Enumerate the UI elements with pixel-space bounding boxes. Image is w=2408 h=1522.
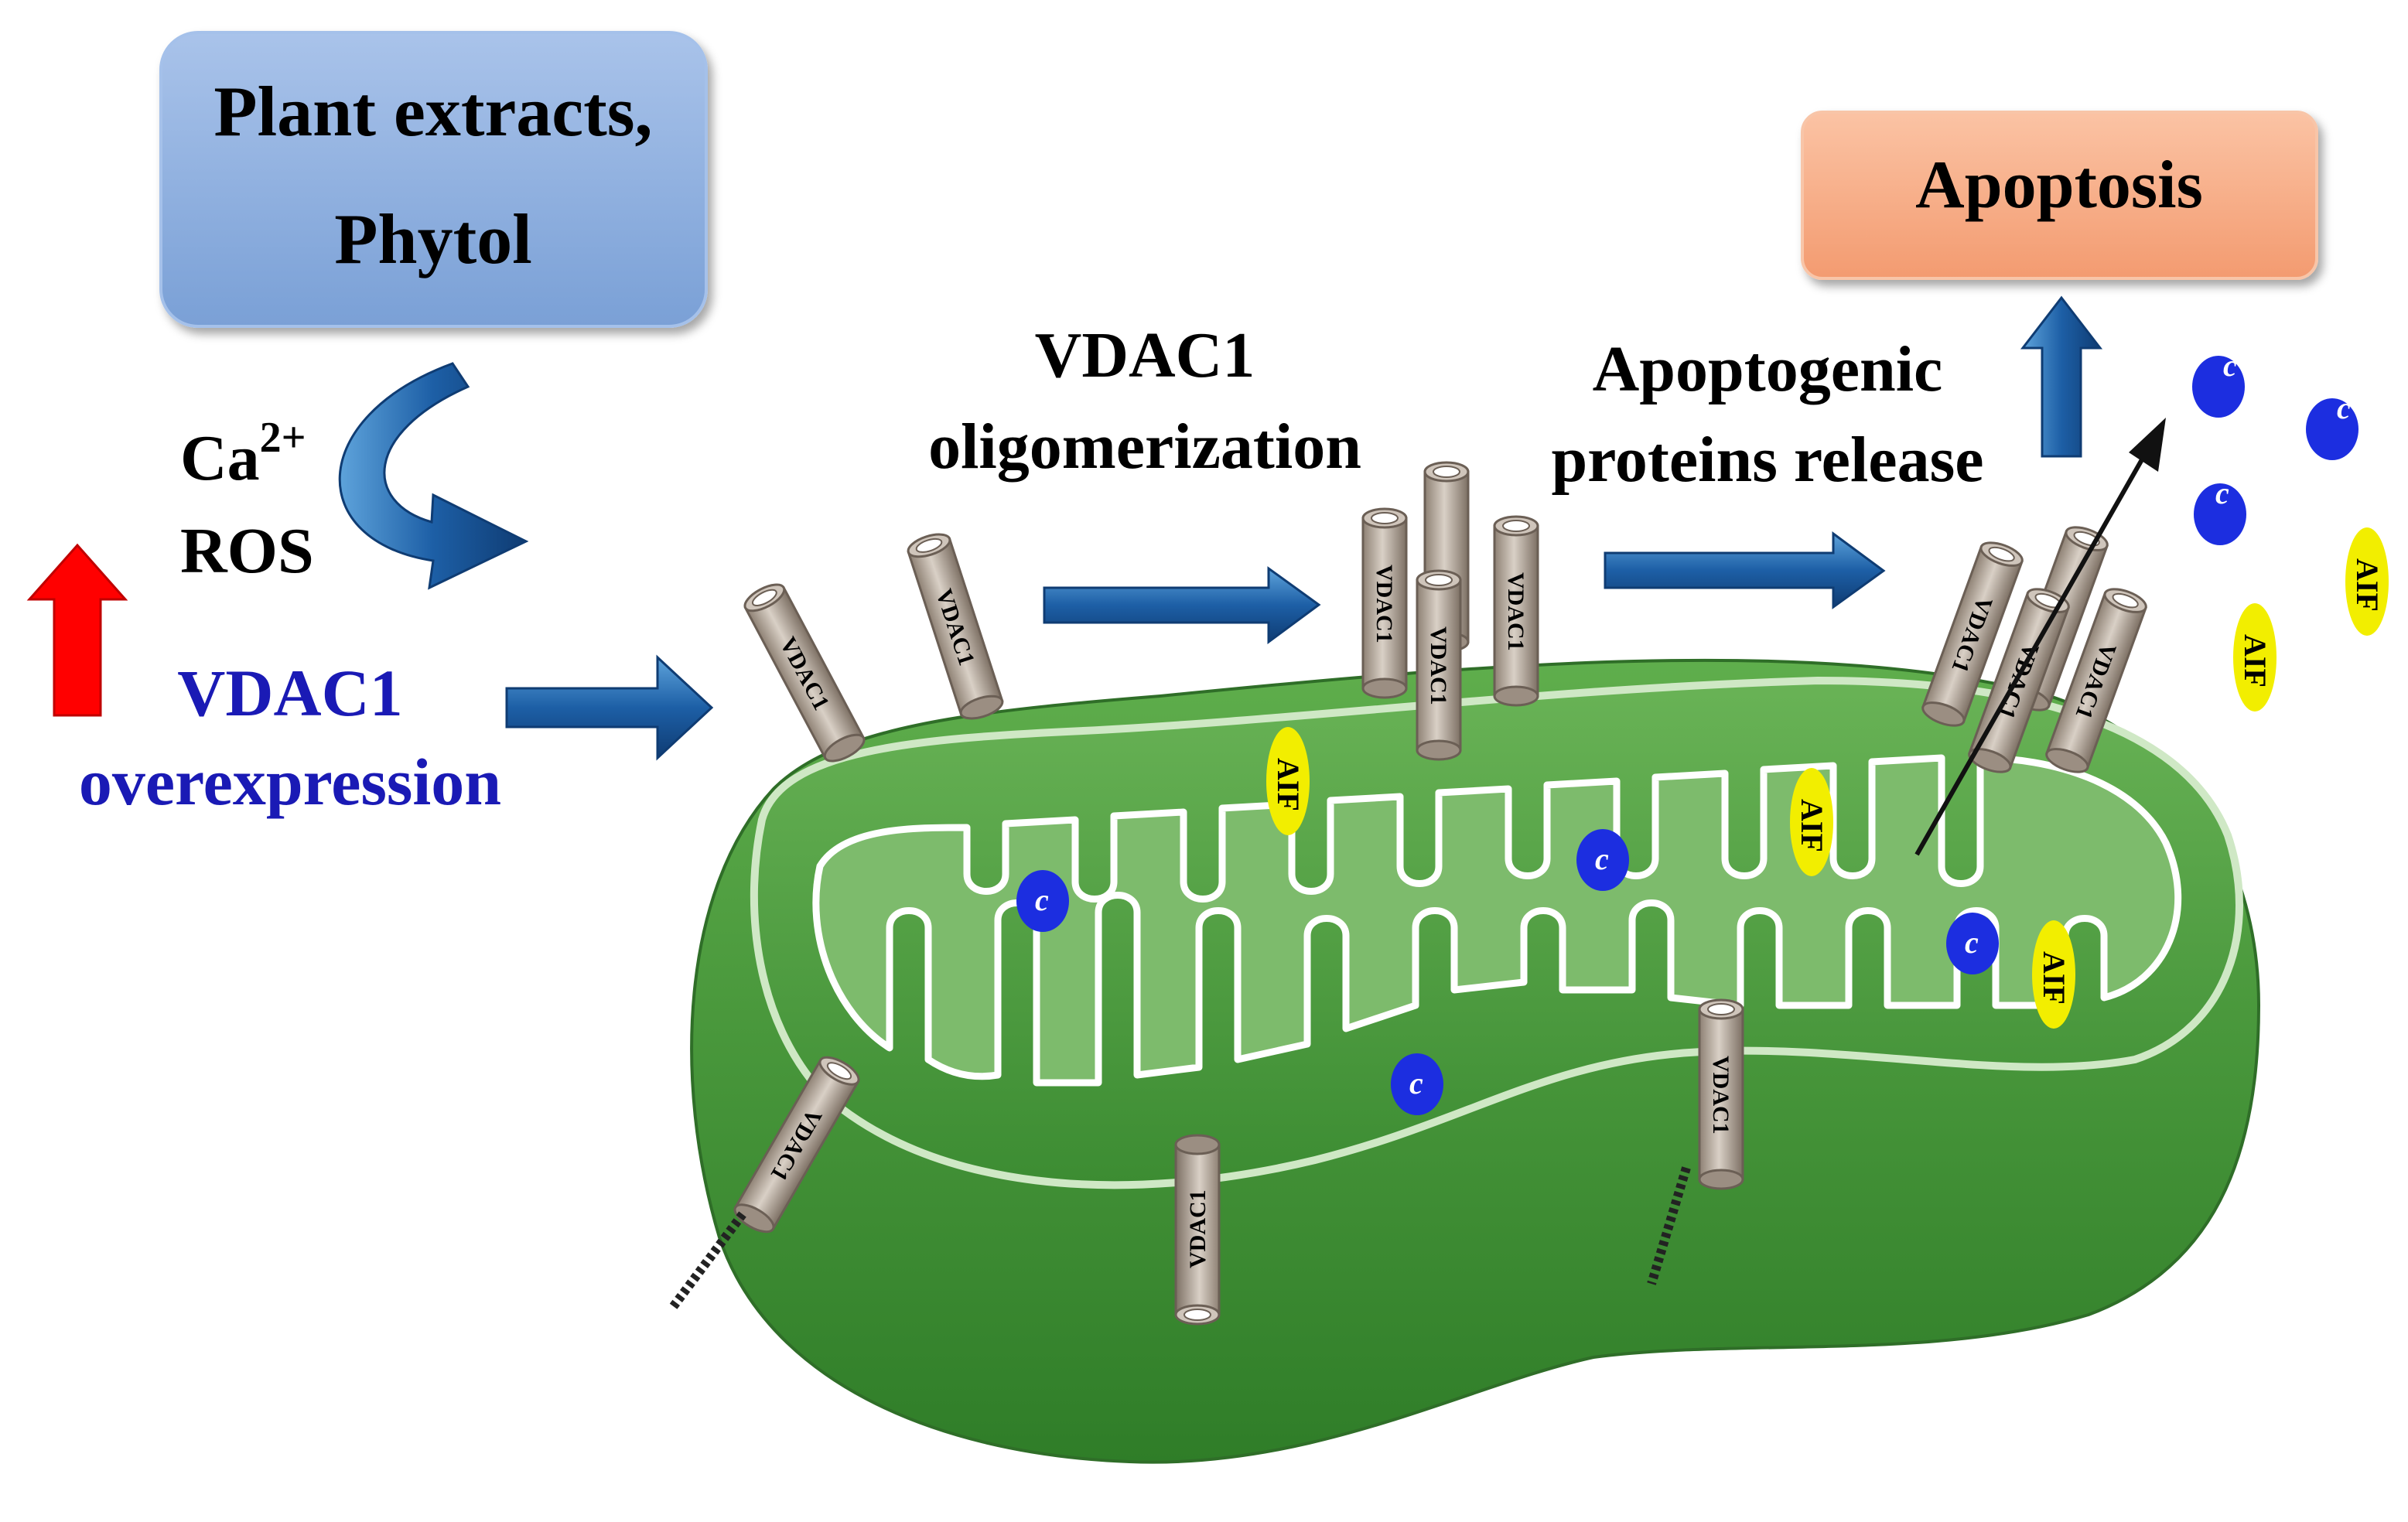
svg-text:VDAC1: VDAC1 xyxy=(1503,572,1528,651)
svg-text:AIF: AIF xyxy=(2238,634,2273,688)
vdac1-channel: VDAC1 xyxy=(1698,998,1744,1190)
channel-tail xyxy=(1647,1166,1691,1285)
aif-protein: AIF xyxy=(2233,603,2276,712)
oligomerization-label-line2: oligomerization xyxy=(928,411,1361,483)
vdac1-channel: VDAC1 xyxy=(739,578,869,768)
svg-text:AIF: AIF xyxy=(2350,558,2385,612)
svg-text:VDAC1: VDAC1 xyxy=(1185,1189,1211,1268)
overexpression-label-line1: VDAC1 xyxy=(177,656,402,730)
svg-text:AIF: AIF xyxy=(1271,758,1306,811)
outcome-box xyxy=(1801,111,2318,280)
vdac1-channel: VDAC1 xyxy=(904,528,1006,725)
cytochrome-c: c xyxy=(1016,870,1069,932)
up-flow-arrow xyxy=(2020,295,2103,458)
vdac1-channel: VDAC1 xyxy=(1493,515,1539,707)
aif-protein: AIF xyxy=(2032,920,2075,1029)
inner-membrane xyxy=(812,754,2182,1087)
svg-text:VDAC1: VDAC1 xyxy=(1371,565,1397,643)
oligomerization-label-line1: VDAC1 xyxy=(1035,319,1255,391)
svg-text:VDAC1: VDAC1 xyxy=(1708,1056,1733,1135)
svg-text:c: c xyxy=(2337,391,2351,425)
curved-arrow xyxy=(338,362,529,590)
svg-text:c: c xyxy=(1035,882,1049,917)
release-arrow xyxy=(1914,418,2166,856)
svg-text:c: c xyxy=(1595,841,1609,876)
channel-tail xyxy=(669,1211,746,1310)
cytochrome-c: c xyxy=(1391,1053,1443,1115)
svg-text:c: c xyxy=(1965,925,1979,960)
vdac1-channel: VDAC1 xyxy=(1361,507,1408,699)
aif-protein: AIF xyxy=(2345,527,2389,636)
svg-text:c: c xyxy=(2215,476,2229,510)
aif-protein: AIF xyxy=(1790,768,1833,876)
cytochrome-c: c xyxy=(1576,829,1629,891)
flow-arrow-1 xyxy=(505,654,714,761)
flow-arrow-2 xyxy=(1043,566,1321,644)
mitochondrion xyxy=(690,658,2261,1464)
trigger-label-line1: Ca2+ xyxy=(180,414,306,494)
cytochrome-c: c xyxy=(2194,476,2246,545)
svg-text:VDAC1: VDAC1 xyxy=(1426,626,1451,705)
source-label-line2: Phytol xyxy=(334,200,532,278)
cytochrome-c: c xyxy=(1946,913,1999,974)
svg-text:c: c xyxy=(1409,1066,1423,1101)
outcome-label: Apoptosis xyxy=(1915,148,2203,223)
vdac1-channel: VDAC1 xyxy=(1416,569,1462,761)
svg-text:c: c xyxy=(2223,348,2237,383)
release-label-line1: Apoptogenic xyxy=(1593,333,1943,405)
source-box xyxy=(159,31,708,328)
source-label-line1: Plant extracts, xyxy=(213,72,652,151)
aif-protein: AIF xyxy=(1266,727,1310,835)
trigger-label-line2: ROS xyxy=(180,515,314,587)
vdac1-channel: VDAC1 xyxy=(1174,1134,1221,1326)
release-label-line2: proteins release xyxy=(1551,424,1983,496)
up-arrow-icon xyxy=(26,543,128,717)
cytochrome-c: c xyxy=(2306,391,2358,460)
cytochrome-c: c xyxy=(2192,348,2245,418)
flow-arrow-3 xyxy=(1604,531,1886,609)
svg-text:AIF: AIF xyxy=(2037,951,2072,1005)
svg-text:AIF: AIF xyxy=(1795,799,1829,852)
overexpression-label-line2: overexpression xyxy=(79,745,501,819)
vdac1-oligomer: VDAC1 VDAC1 VDAC1 xyxy=(1361,461,1539,761)
